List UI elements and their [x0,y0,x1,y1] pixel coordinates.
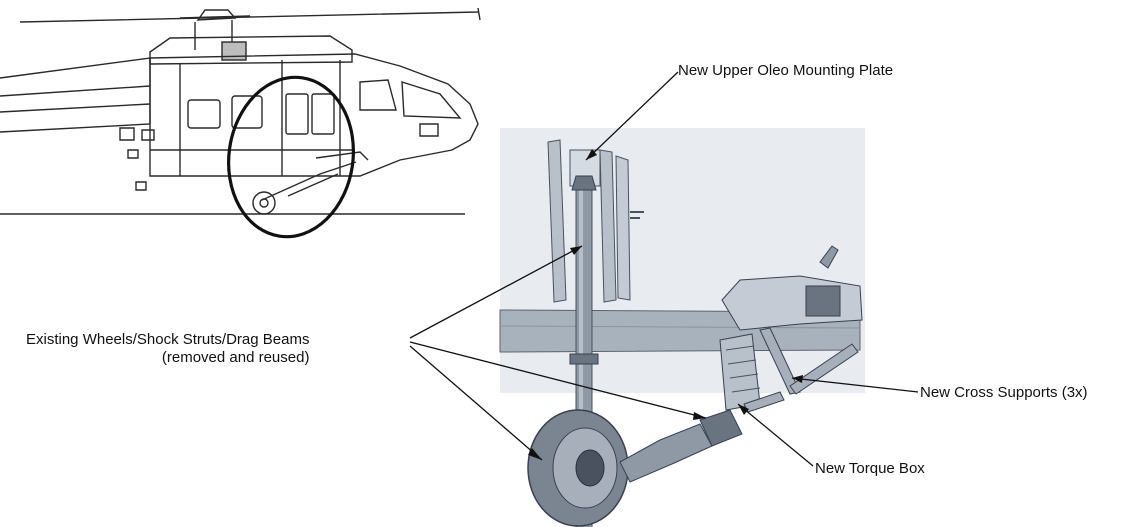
arrowhead-existing-drag-beam [693,412,706,420]
frame-rib-right [615,155,631,301]
drag-beam [619,423,713,483]
drag-beam-joint [699,409,743,447]
leader-arrowheads [528,149,803,460]
cross-support-1 [759,327,801,395]
cabin-window-1 [187,99,221,129]
leader-torque-box [737,403,814,467]
engine-cowling [149,35,353,65]
leader-existing-wheel [409,345,543,461]
leader-lines [409,71,919,467]
arrowhead-existing-wheel [528,448,542,460]
label-existing-line1: Existing Wheels/Shock Struts/Drag Beams [26,331,310,348]
cockpit-window-1 [359,79,397,111]
sponson-opening [805,285,841,317]
fuselage-details [119,127,155,191]
strut-collar [569,353,599,365]
cabin-window-2 [231,95,263,129]
sponson-antenna [819,245,839,269]
cross-support-2 [789,343,859,395]
plate-bolts [630,211,644,219]
cabin-door-window-2 [311,93,335,135]
shock-strut-highlight [579,182,583,522]
cockpit-window-2 [401,81,462,119]
tail-boom-panel-lines [0,85,151,113]
gear-highlight-circle [227,75,355,239]
rotor-hub [179,9,251,50]
label-torque-box: New Torque Box [815,460,925,477]
landing-gear-render [499,128,865,527]
exhaust-panel [221,41,247,61]
cabin-door-window-1 [285,93,309,135]
arrowhead-existing-strut [570,246,582,255]
arrowhead-cross-supports [792,375,803,383]
wheel-hub [575,449,605,487]
fuselage-panel-lines [150,60,355,176]
fuselage-bottom-line [499,325,861,329]
label-existing-line2: (removed and reused) [161,349,310,366]
label-existing-components: Existing Wheels/Shock Struts/Drag Beams … [26,331,309,367]
landing-gear-drag-beam [315,151,369,161]
arrowhead-torque-box [738,404,749,415]
landing-gear-hub [259,198,269,208]
strut-top-cap [571,175,597,191]
helicopter-side-view [0,7,481,239]
landing-gear-wheel [252,191,276,215]
leader-existing-strut [409,245,583,339]
leader-existing-drag-beam [409,341,707,419]
main-rotor-blade [19,7,481,23]
fuselage [149,53,479,177]
arrowhead-upper-oleo [586,149,597,160]
leader-upper-oleo [585,71,679,161]
cockpit-hatch [419,123,439,137]
label-cross-supports: New Cross Supports (3x) [920,384,1088,401]
landing-gear-strut [261,161,357,201]
torque-box-bolts [725,345,761,393]
frame-rib-center [599,149,617,303]
label-upper-oleo-plate: New Upper Oleo Mounting Plate [678,62,894,79]
leader-cross-supports [791,377,919,393]
